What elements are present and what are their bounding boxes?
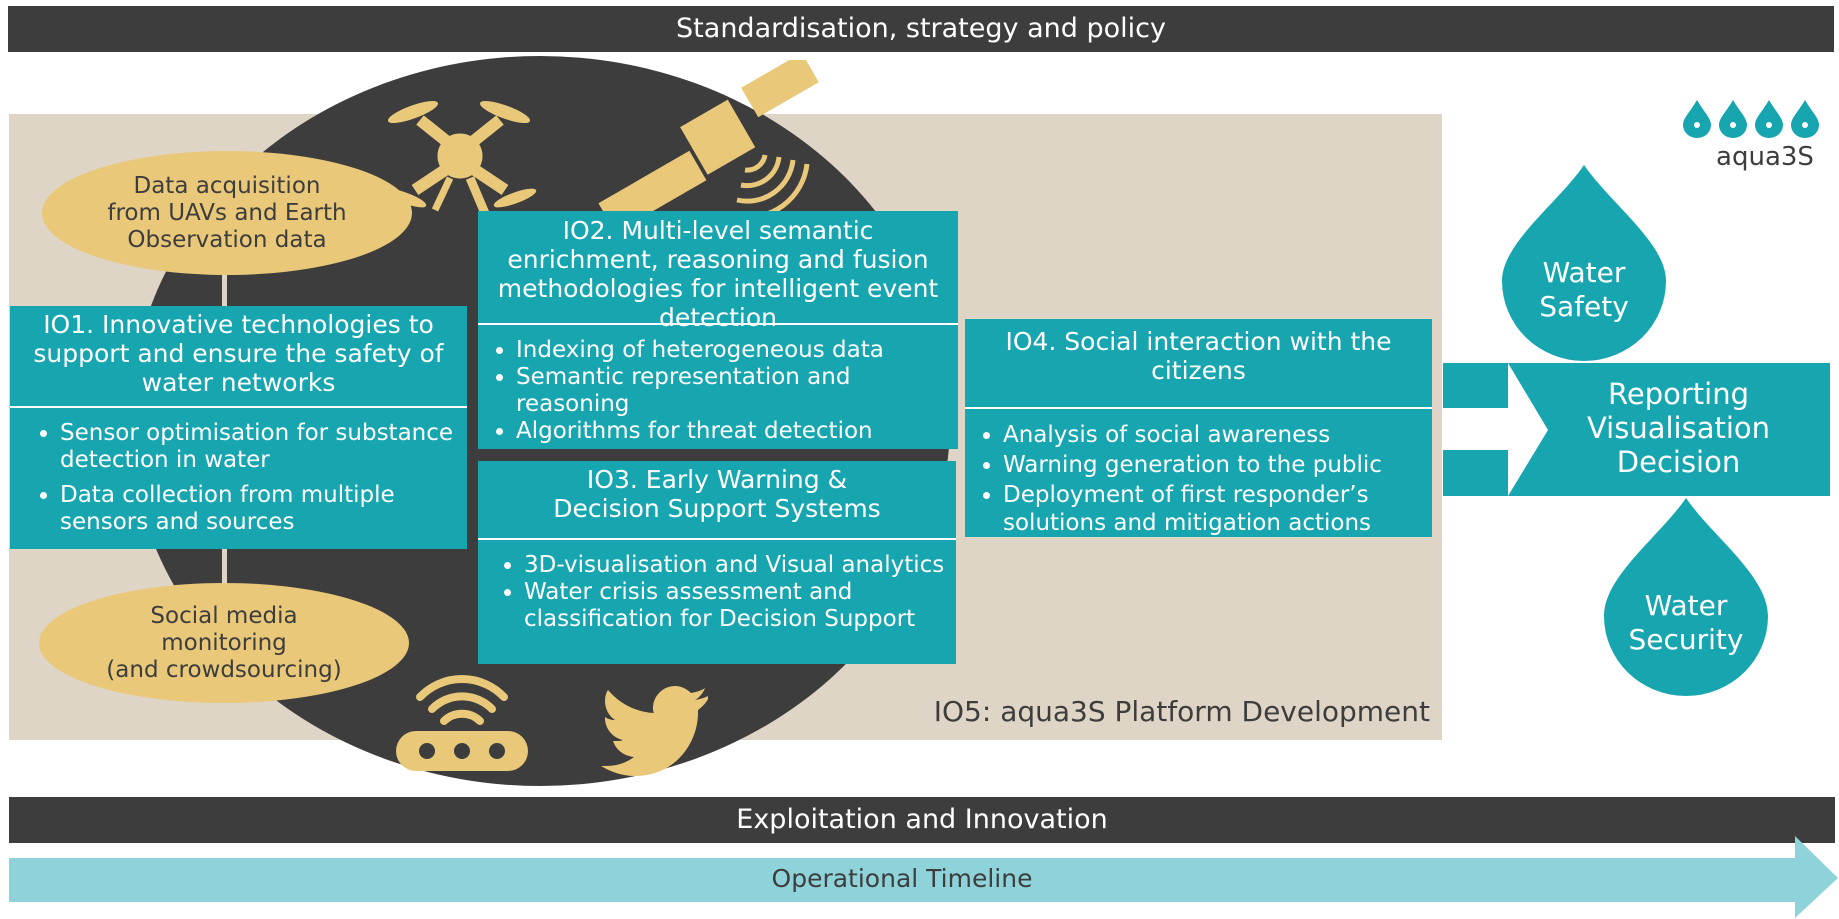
io3-item: 3D-visualisation and Visual analytics bbox=[524, 552, 946, 579]
io1-separator bbox=[10, 406, 467, 408]
outcome-line-1: Reporting bbox=[1608, 377, 1749, 411]
timeline-arrow bbox=[9, 836, 1838, 918]
social-line-1: Social media bbox=[150, 602, 298, 629]
water-drop-icons bbox=[1683, 100, 1819, 138]
acquisition-line-3: Observation data bbox=[127, 226, 327, 253]
water-safety-label: Water Safety bbox=[1498, 256, 1670, 324]
platform-label: IO5: aqua3S Platform Development bbox=[933, 695, 1430, 728]
io4-list: Analysis of social awareness Warning gen… bbox=[965, 409, 1432, 537]
io4-separator bbox=[965, 407, 1432, 409]
timeline-label: Operational Timeline bbox=[771, 864, 1033, 893]
outcome-arrow bbox=[1443, 363, 1830, 496]
io2-list: Indexing of heterogeneous data Semantic … bbox=[478, 325, 958, 445]
satellite-icon bbox=[598, 60, 819, 220]
io1-list: Sensor optimisation for substance detect… bbox=[10, 408, 467, 536]
io3-separator bbox=[478, 538, 956, 540]
io2-title: IO2. Multi-level semantic enrichment, re… bbox=[497, 216, 939, 332]
outcome-label: Reporting Visualisation Decision bbox=[1560, 377, 1797, 479]
social-line-3: (and crowdsourcing) bbox=[106, 656, 342, 683]
water-safety-line-1: Water bbox=[1542, 256, 1626, 289]
io1-item: Sensor optimisation for substance detect… bbox=[60, 420, 457, 474]
top-bar-label: Standardisation, strategy and policy bbox=[676, 13, 1166, 44]
acquisition-line-2: from UAVs and Earth bbox=[107, 199, 347, 226]
connector-line-bottom bbox=[222, 548, 227, 588]
io1-title: IO1. Innovative technologies to support … bbox=[33, 310, 444, 397]
acquisition-line-1: Data acquisition bbox=[133, 172, 321, 199]
social-media-ellipse: Social media monitoring (and crowdsourci… bbox=[39, 583, 409, 703]
exploitation-bar: Exploitation and Innovation bbox=[9, 797, 1835, 843]
water-safety-drop-shape bbox=[1502, 165, 1666, 361]
water-security-line-1: Water bbox=[1644, 589, 1728, 622]
io3-item: Water crisis assessment and classificati… bbox=[524, 579, 946, 633]
io4-item: Deployment of first responder’s solution… bbox=[1003, 481, 1422, 537]
connector-line-top bbox=[222, 270, 227, 310]
water-security-line-2: Security bbox=[1628, 623, 1744, 656]
io4-item: Analysis of social awareness bbox=[1003, 421, 1422, 449]
top-bar: Standardisation, strategy and policy bbox=[8, 6, 1834, 52]
io1-box: IO1. Innovative technologies to support … bbox=[10, 306, 467, 549]
wifi-router-icon bbox=[396, 675, 528, 771]
io4-title: IO4. Social interaction with the citizen… bbox=[1005, 327, 1392, 385]
io4-box: IO4. Social interaction with the citizen… bbox=[965, 319, 1432, 537]
social-line-2: monitoring bbox=[161, 629, 287, 656]
outcome-line-2: Visualisation bbox=[1586, 411, 1771, 445]
io3-box: IO3. Early Warning & Decision Support Sy… bbox=[478, 461, 956, 664]
twitter-bird-icon bbox=[601, 686, 708, 776]
water-security-drop-shape bbox=[1604, 498, 1768, 696]
io2-box: IO2. Multi-level semantic enrichment, re… bbox=[478, 211, 958, 449]
io4-item: Warning generation to the public bbox=[1003, 451, 1422, 479]
io2-separator bbox=[478, 323, 958, 325]
io1-item: Data collection from multiple sensors an… bbox=[60, 482, 457, 536]
data-acquisition-ellipse: Data acquisition from UAVs and Earth Obs… bbox=[42, 151, 412, 275]
io2-item: Algorithms for threat detection bbox=[516, 418, 948, 445]
water-safety-line-2: Safety bbox=[1539, 290, 1629, 323]
io3-title: IO3. Early Warning & Decision Support Sy… bbox=[553, 465, 881, 523]
io3-list: 3D-visualisation and Visual analytics Wa… bbox=[478, 540, 956, 633]
logo-text: aqua3S bbox=[1716, 142, 1814, 172]
outcome-line-3: Decision bbox=[1616, 445, 1741, 479]
exploitation-label: Exploitation and Innovation bbox=[736, 804, 1108, 835]
water-security-label: Water Security bbox=[1600, 589, 1772, 657]
io2-item: Indexing of heterogeneous data bbox=[516, 337, 948, 364]
io2-item: Semantic representation and reasoning bbox=[516, 364, 948, 418]
